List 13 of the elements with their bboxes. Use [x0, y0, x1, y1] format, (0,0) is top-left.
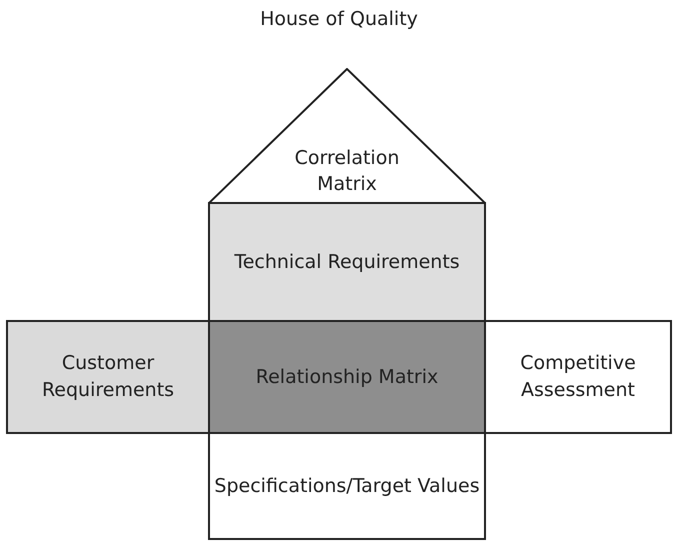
section-label: Specifications/Target Values: [214, 474, 480, 499]
section-box: [208, 202, 486, 322]
section-label: Technical Requirements: [234, 250, 460, 275]
section-label: Relationship Matrix: [256, 364, 438, 390]
roof-triangle: [208, 68, 486, 204]
section-label: Customer Requirements: [40, 351, 176, 403]
section-box: [6, 320, 210, 434]
section-label: Correlation Matrix: [294, 146, 400, 198]
section-box: [208, 320, 486, 434]
section-label: Competitive Assessment: [519, 351, 637, 403]
diagram-title: House of Quality: [259, 8, 419, 30]
section-box: [208, 432, 486, 540]
section-box: [484, 320, 672, 434]
